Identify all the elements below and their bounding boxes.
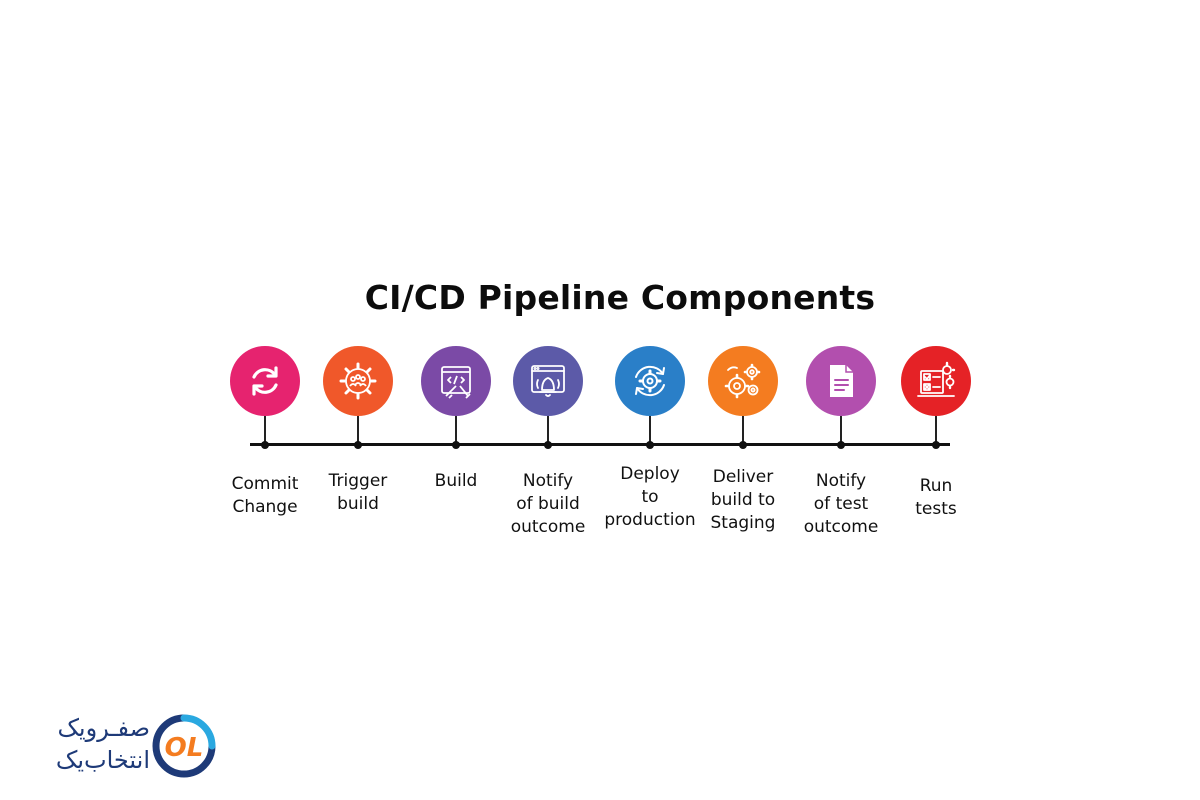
step-connector xyxy=(935,416,937,444)
step-label: Deliver build to Staging xyxy=(710,467,776,533)
logo-line-1: صفـرویک xyxy=(57,714,150,742)
build-tools-icon xyxy=(441,366,471,399)
step-connector xyxy=(455,416,457,444)
step-connector xyxy=(742,416,744,444)
step-connector xyxy=(357,416,359,444)
step-label: Notify of build outcome xyxy=(510,471,586,537)
step-circle xyxy=(708,346,778,416)
step-connector xyxy=(547,416,549,444)
browser-bell-icon xyxy=(531,365,565,397)
step-circle xyxy=(323,346,393,416)
diagram-title: CI/CD Pipeline Components xyxy=(364,278,876,317)
timeline-dot xyxy=(646,441,654,449)
timeline-dot xyxy=(739,441,747,449)
step-connector xyxy=(840,416,842,444)
brand-logo: صفـرویک انتخاب‌یک OL xyxy=(32,712,217,782)
gears-icon xyxy=(724,363,761,399)
test-checklist-icon xyxy=(917,361,956,397)
step-connector xyxy=(264,416,266,444)
step-circle xyxy=(421,346,491,416)
step-circle xyxy=(230,346,300,416)
step-circle xyxy=(615,346,685,416)
logo-mark-text: OL xyxy=(165,733,204,763)
step-label: Build xyxy=(434,471,478,491)
step-circle xyxy=(513,346,583,416)
document-icon xyxy=(830,365,853,397)
step-connector xyxy=(649,416,651,444)
timeline-dot xyxy=(837,441,845,449)
gear-team-icon xyxy=(339,362,377,400)
timeline-dot xyxy=(261,441,269,449)
timeline-dot xyxy=(354,441,362,449)
gear-cycle-icon xyxy=(635,365,665,397)
timeline-dot xyxy=(544,441,552,449)
timeline-dot xyxy=(452,441,460,449)
step-label: Deploy to production xyxy=(604,464,696,530)
step-circle xyxy=(806,346,876,416)
logo-line-2: انتخاب‌یک xyxy=(55,746,150,774)
timeline-dot xyxy=(932,441,940,449)
logo-mark-icon: OL xyxy=(152,714,216,778)
step-label: Run tests xyxy=(915,476,957,519)
refresh-icon xyxy=(252,366,278,396)
step-circle xyxy=(901,346,971,416)
step-label: Notify of test outcome xyxy=(803,471,879,537)
step-label: Trigger build xyxy=(328,471,388,514)
pipeline-timeline xyxy=(250,443,950,446)
step-label: Commit Change xyxy=(231,474,299,517)
